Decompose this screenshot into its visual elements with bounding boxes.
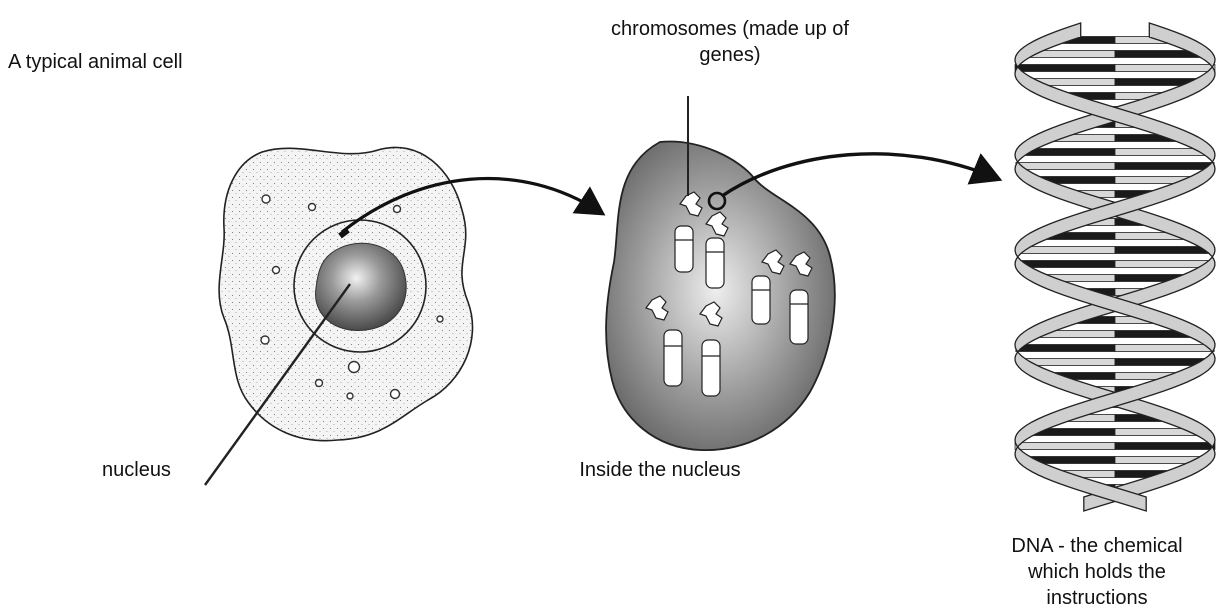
dna-label-line3: instructions	[972, 586, 1222, 610]
cell-title-label: A typical animal cell	[8, 50, 183, 74]
nucleus-label: nucleus	[102, 458, 171, 482]
chromosomes-label-line2: genes)	[560, 43, 900, 67]
dna-label-line2: which holds the	[972, 560, 1222, 584]
dna-label-line1: DNA - the chemical	[972, 534, 1222, 558]
inside-nucleus-label: Inside the nucleus	[540, 458, 780, 482]
chromosomes-label-line1: chromosomes (made up of	[560, 17, 900, 41]
